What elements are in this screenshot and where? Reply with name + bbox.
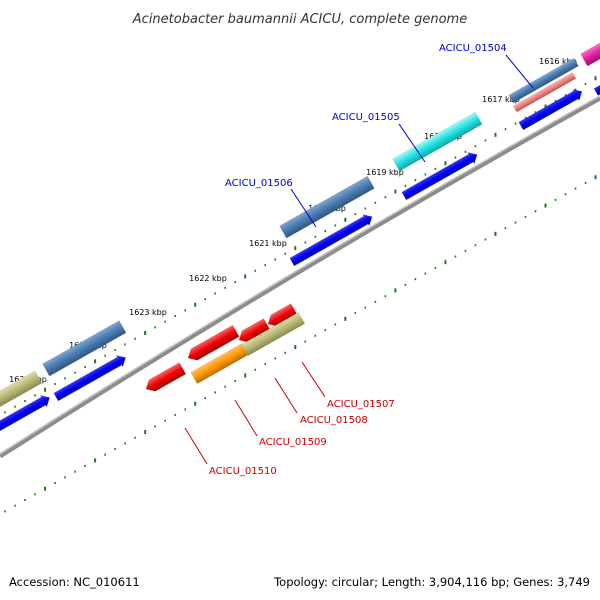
- gene-bar-steelblue: [508, 57, 579, 104]
- genome-backbone-highlight: [0, 95, 600, 455]
- cds-arrow-forward: [53, 355, 126, 402]
- bar-shape: [580, 38, 600, 67]
- arrow-shape: [401, 152, 478, 201]
- leader-line: [505, 54, 534, 89]
- tick-label: 1619 kbp: [366, 168, 404, 177]
- gene-label: ACICU_01510: [209, 466, 277, 477]
- gene-label: ACICU_01506: [225, 178, 293, 189]
- gene-label: ACICU_01508: [300, 415, 368, 426]
- gene-features: [0, 38, 600, 442]
- gene-label: ACICU_01509: [259, 437, 327, 448]
- gene-bar-cyan: [392, 111, 483, 172]
- cds-arrow-forward: [289, 214, 373, 267]
- bar-shape: [0, 370, 43, 417]
- bar-shape: [42, 320, 127, 377]
- bar-shape: [190, 343, 249, 384]
- gene-label: ACICU_01507: [327, 399, 395, 410]
- gene-bar-khaki: [0, 370, 43, 417]
- leader-line: [184, 427, 208, 465]
- arrow-shape: [53, 355, 126, 402]
- arrow-shape: [289, 214, 373, 267]
- gene-bar-pink: [512, 72, 577, 113]
- gene-bar-magenta: [580, 38, 600, 67]
- gene-bar-orange: [190, 343, 249, 384]
- leader-line: [234, 399, 258, 437]
- bar-shape: [508, 57, 579, 104]
- cds-arrow-reverse: [187, 324, 240, 361]
- cds-arrow-reverse: [145, 362, 187, 392]
- tick-label: 1623 kbp: [129, 308, 167, 317]
- tick-marks-outer: [4, 76, 597, 414]
- tick-marks-inner: [4, 175, 597, 513]
- arrow-shape: [187, 324, 240, 361]
- gene-labels: ACICU_01504 ACICU_01505 ACICU_01506 ACIC…: [209, 43, 507, 477]
- tick-label: 1621 kbp: [249, 239, 287, 248]
- accession-text: Accession: NC_010611: [9, 575, 140, 589]
- gene-label: ACICU_01504: [439, 43, 507, 54]
- topology-text: Topology: circular; Length: 3,904,116 bp…: [273, 575, 590, 589]
- gene-bar-khaki: [241, 311, 306, 356]
- map-title: Acinetobacter baumannii ACICU, complete …: [132, 12, 467, 27]
- leader-line: [301, 361, 326, 398]
- leader-line: [398, 123, 426, 163]
- tick-label: 1622 kbp: [189, 274, 227, 283]
- cds-arrow-forward: [0, 395, 50, 442]
- tick-label: 1617 kbp: [482, 95, 520, 104]
- arrow-shape: [518, 88, 583, 131]
- gene-bar-steelblue: [42, 320, 127, 377]
- gene-bar-steelblue: [279, 175, 375, 239]
- genome-backbone: [0, 95, 600, 459]
- leader-line: [290, 188, 317, 228]
- bar-shape: [392, 111, 483, 172]
- tick-label: 1616 kbp: [539, 57, 577, 66]
- gene-label: ACICU_01505: [332, 112, 400, 123]
- bar-shape: [279, 175, 375, 239]
- arrow-shape: [0, 395, 50, 442]
- bar-shape: [241, 311, 306, 356]
- arrow-shape: [145, 362, 187, 392]
- bar-shape: [512, 72, 577, 113]
- cds-arrow-forward: [518, 88, 583, 131]
- cds-arrow-forward: [401, 152, 478, 201]
- leader-line: [274, 377, 298, 414]
- leader-lines: [184, 54, 534, 465]
